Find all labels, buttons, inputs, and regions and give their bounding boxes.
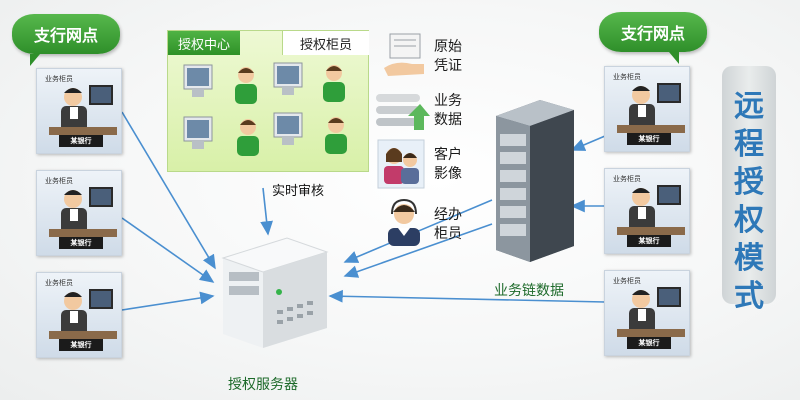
arrow-left-mid bbox=[121, 217, 215, 283]
original-voucher-icon bbox=[384, 33, 424, 76]
auth-center-panel: 授权中心 授权柜员 bbox=[167, 30, 369, 172]
server-rack-icon bbox=[496, 100, 574, 262]
business-chain-label: 业务链数据 bbox=[494, 283, 564, 299]
person-icon bbox=[237, 119, 259, 156]
tab-auth-center-label: 授权中心 bbox=[177, 37, 230, 53]
branch-bubble-right-label: 支行网点 bbox=[620, 24, 685, 43]
teller-plate: 某银行 bbox=[627, 337, 671, 349]
teller-card-left-1: 业务柜员 某银行 bbox=[36, 68, 122, 154]
teller-tag: 业务柜员 bbox=[613, 277, 641, 285]
teller-plate: 某银行 bbox=[59, 339, 103, 351]
person-icon bbox=[323, 65, 345, 102]
business-data-label: 业务 数据 bbox=[434, 93, 462, 128]
teller-card-left-3: 业务柜员 某银行 bbox=[36, 272, 122, 358]
teller-card-right-3: 业务柜员 某银行 bbox=[604, 270, 690, 356]
arrow-left-top bbox=[121, 111, 216, 270]
tab-auth-teller-label: 授权柜员 bbox=[299, 37, 352, 53]
teller-illustration-icon bbox=[49, 187, 117, 237]
voucher-label: 原始 凭证 bbox=[434, 39, 462, 74]
monitor-icon bbox=[273, 62, 303, 95]
arrow-chain-lower bbox=[343, 223, 493, 278]
auth-server-label: 授权服务器 bbox=[228, 377, 298, 393]
teller-illustration-icon bbox=[49, 289, 117, 339]
customer-image-icon bbox=[377, 139, 425, 189]
teller-plate: 某银行 bbox=[59, 135, 103, 147]
data-item-label-teller: 经办 柜员 bbox=[434, 206, 462, 244]
teller-tag: 业务柜员 bbox=[613, 175, 641, 183]
branch-bubble-right: 支行网点 bbox=[599, 12, 707, 64]
teller-illustration-icon bbox=[617, 83, 685, 133]
auth-server-icon bbox=[221, 237, 329, 348]
auth-workstations-illustration bbox=[183, 62, 347, 156]
arrow-review bbox=[260, 187, 273, 236]
arrow-right-top bbox=[570, 135, 606, 151]
monitor-icon bbox=[183, 64, 213, 97]
realtime-review-label: 实时审核 bbox=[272, 184, 325, 199]
customer-image-label: 客户 影像 bbox=[434, 147, 462, 182]
teller-tag: 业务柜员 bbox=[45, 75, 73, 83]
teller-illustration-icon bbox=[49, 85, 117, 135]
branch-bubble-left: 支行网点 bbox=[12, 14, 120, 66]
tab-auth-center: 授权中心 bbox=[168, 31, 240, 55]
data-item-label-voucher: 原始 凭证 bbox=[434, 38, 462, 76]
tab-auth-teller: 授权柜员 bbox=[282, 31, 369, 55]
teller-card-right-1: 业务柜员 某银行 bbox=[604, 66, 690, 152]
teller-plate: 某银行 bbox=[59, 237, 103, 249]
business-data-icon bbox=[376, 94, 430, 130]
arrow-right-bottom bbox=[328, 289, 606, 303]
data-item-label-customer: 客户 影像 bbox=[434, 146, 462, 184]
teller-tag: 业务柜员 bbox=[45, 279, 73, 287]
arrow-left-bottom bbox=[121, 291, 215, 311]
teller-card-left-2: 业务柜员 某银行 bbox=[36, 170, 122, 256]
person-icon bbox=[235, 67, 257, 104]
monitor-icon bbox=[273, 112, 303, 145]
teller-label: 经办 柜员 bbox=[434, 207, 462, 242]
monitor-icon bbox=[183, 116, 213, 149]
teller-illustration-icon bbox=[617, 185, 685, 235]
teller-plate: 某银行 bbox=[627, 133, 671, 145]
branch-bubble-left-label: 支行网点 bbox=[33, 26, 98, 45]
teller-card-right-2: 业务柜员 某银行 bbox=[604, 168, 690, 254]
teller-plate: 某银行 bbox=[627, 235, 671, 247]
teller-tag: 业务柜员 bbox=[613, 73, 641, 81]
teller-icon bbox=[388, 198, 420, 246]
person-icon bbox=[325, 117, 347, 154]
mode-title-box: 远 程 授 权 模 式 bbox=[722, 66, 776, 314]
teller-tag: 业务柜员 bbox=[45, 177, 73, 185]
teller-illustration-icon bbox=[617, 287, 685, 337]
data-item-label-business: 业务 数据 bbox=[434, 92, 462, 130]
mode-title: 远 程 授 权 模 式 bbox=[734, 89, 764, 314]
